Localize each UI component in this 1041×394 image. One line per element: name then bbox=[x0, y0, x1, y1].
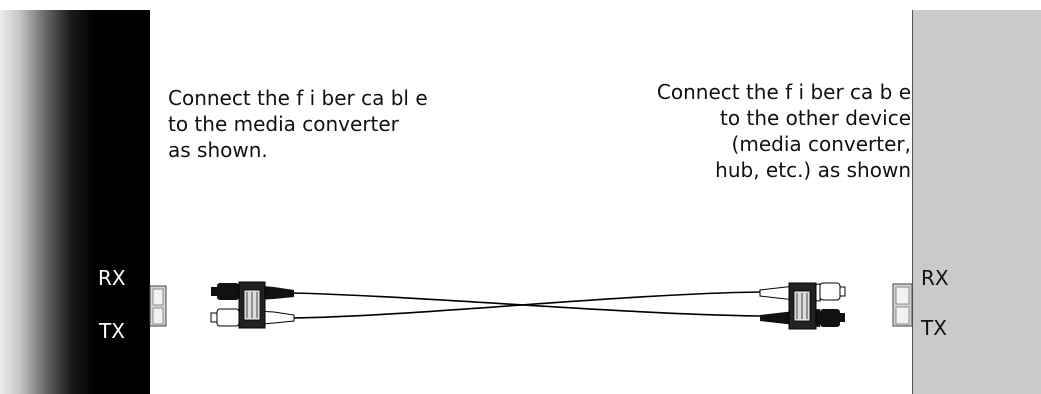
caption-line: (media converter, bbox=[731, 132, 911, 156]
left-port bbox=[149, 285, 167, 327]
other-device bbox=[912, 10, 1041, 394]
caption-line: to the other device bbox=[720, 106, 911, 130]
left-rx-label: RX bbox=[98, 266, 126, 290]
right-fiber-connector bbox=[759, 282, 846, 330]
right-instruction-caption: Connect the f i ber ca b e to the other … bbox=[657, 79, 911, 183]
left-fiber-connector bbox=[210, 281, 295, 329]
caption-line: Connect the f i ber ca bl e bbox=[168, 86, 428, 110]
right-tx-label: TX bbox=[921, 316, 947, 340]
caption-line: hub, etc.) as shown bbox=[715, 158, 911, 182]
left-tx-label: TX bbox=[99, 319, 125, 343]
left-instruction-caption: Connect the f i ber ca bl e to the media… bbox=[168, 85, 428, 163]
media-converter-device bbox=[0, 10, 150, 394]
right-rx-label: RX bbox=[921, 266, 949, 290]
right-port bbox=[892, 283, 913, 327]
caption-line: as shown. bbox=[168, 138, 268, 162]
caption-line: Connect the f i ber ca b e bbox=[656, 80, 911, 104]
caption-line: to the media converter bbox=[168, 112, 399, 136]
fiber-strands bbox=[291, 291, 761, 319]
